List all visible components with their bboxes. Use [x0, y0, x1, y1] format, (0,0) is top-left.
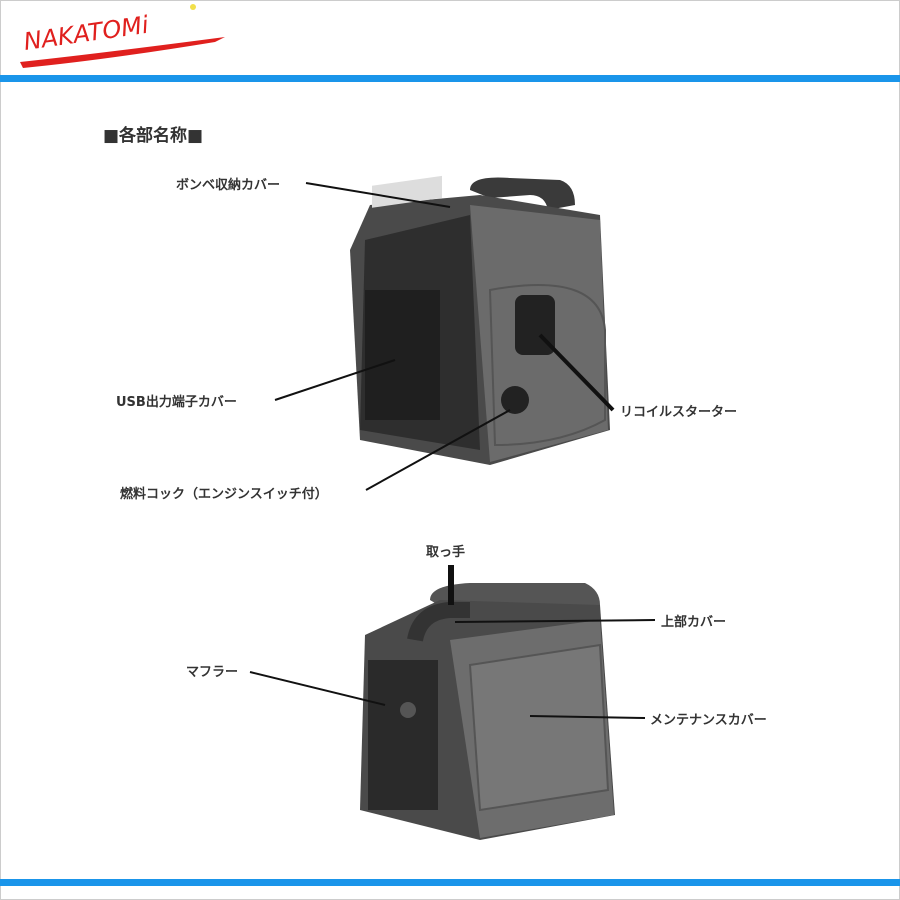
leader-cylinder-cover	[305, 182, 451, 208]
label-usb-cover: USB出力端子カバー	[116, 395, 237, 410]
page-title: ■各部名称■	[103, 126, 204, 146]
leader-top-cover	[454, 619, 656, 623]
leader-fuel-cock	[365, 409, 511, 491]
label-maintenance-cover: メンテナンスカバー	[650, 713, 767, 728]
label-fuel-cock: 燃料コック（エンジンスイッチ付）	[120, 487, 328, 502]
label-handle: 取っ手	[426, 545, 466, 560]
label-muffler: マフラー	[186, 665, 239, 680]
leader-maintenance-cover	[529, 715, 646, 719]
leader-usb-cover	[274, 359, 396, 401]
top-accent-bar	[0, 75, 900, 82]
label-top-cover: 上部カバー	[661, 615, 727, 630]
leader-muffler	[249, 671, 386, 706]
nakatomi-logo: NAKATOMi	[20, 4, 225, 68]
generator-rear-view	[360, 583, 615, 840]
leader-recoil-starter	[538, 333, 615, 412]
bottom-accent-bar	[0, 879, 900, 886]
label-cylinder-cover: ボンベ収納カバー	[176, 178, 281, 193]
generator-front-view	[350, 175, 610, 465]
label-recoil-starter: リコイルスターター	[620, 405, 738, 420]
